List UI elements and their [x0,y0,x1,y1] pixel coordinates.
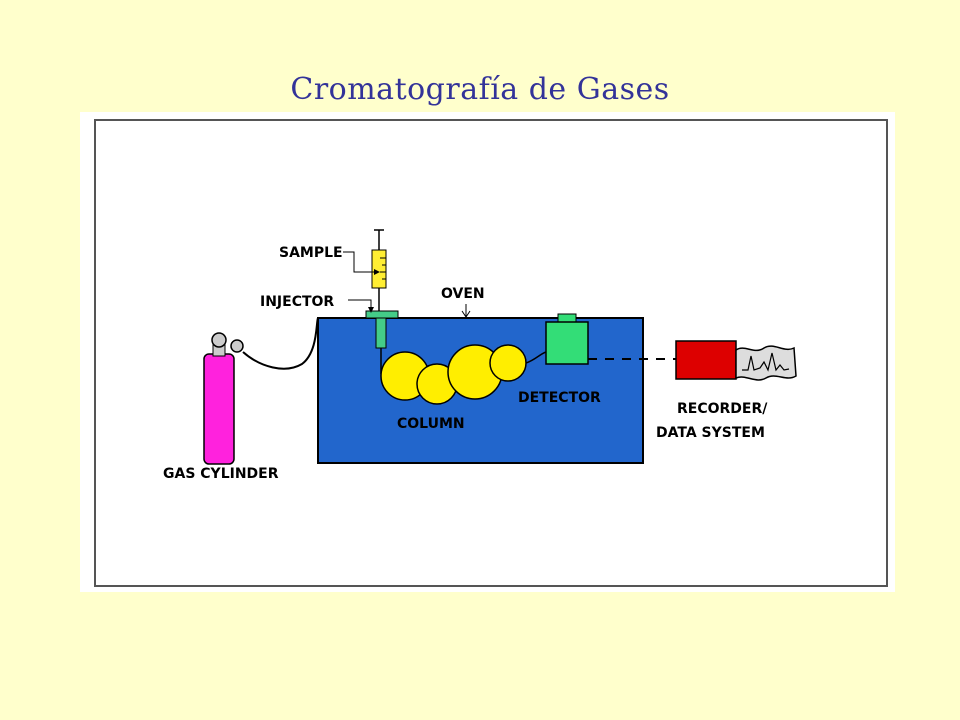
label-sample: SAMPLE [279,245,343,261]
slide-title: Cromatografía de Gases [290,72,670,107]
detector [545,313,589,365]
regulator-gauge [211,332,227,348]
label-recorder-line2: DATA SYSTEM [656,425,765,441]
injector-pointer [348,299,372,310]
injector-arrowhead [368,307,374,313]
label-gas-cylinder: GAS CYLINDER [163,466,279,482]
label-oven: OVEN [441,286,485,302]
column-coil [380,344,547,405]
gas-line [242,317,319,370]
recorder [675,340,737,380]
gas-cylinder [203,332,244,465]
gc-diagram: SAMPLE INJECTOR OVEN COLUMN DETECTOR REC… [94,119,888,587]
sample-pointer [343,251,374,273]
gc-diagram-panel: SAMPLE INJECTOR OVEN COLUMN DETECTOR REC… [80,112,895,592]
sample-syringe [371,229,387,311]
label-detector: DETECTOR [518,390,601,406]
label-recorder-line1: RECORDER/ [677,401,768,417]
chromatogram-paper [735,345,797,381]
label-column: COLUMN [397,416,465,432]
oven-arrowhead [461,310,471,318]
regulator-gauge [230,339,244,353]
label-injector: INJECTOR [260,294,334,310]
sample-arrowhead [374,269,380,275]
